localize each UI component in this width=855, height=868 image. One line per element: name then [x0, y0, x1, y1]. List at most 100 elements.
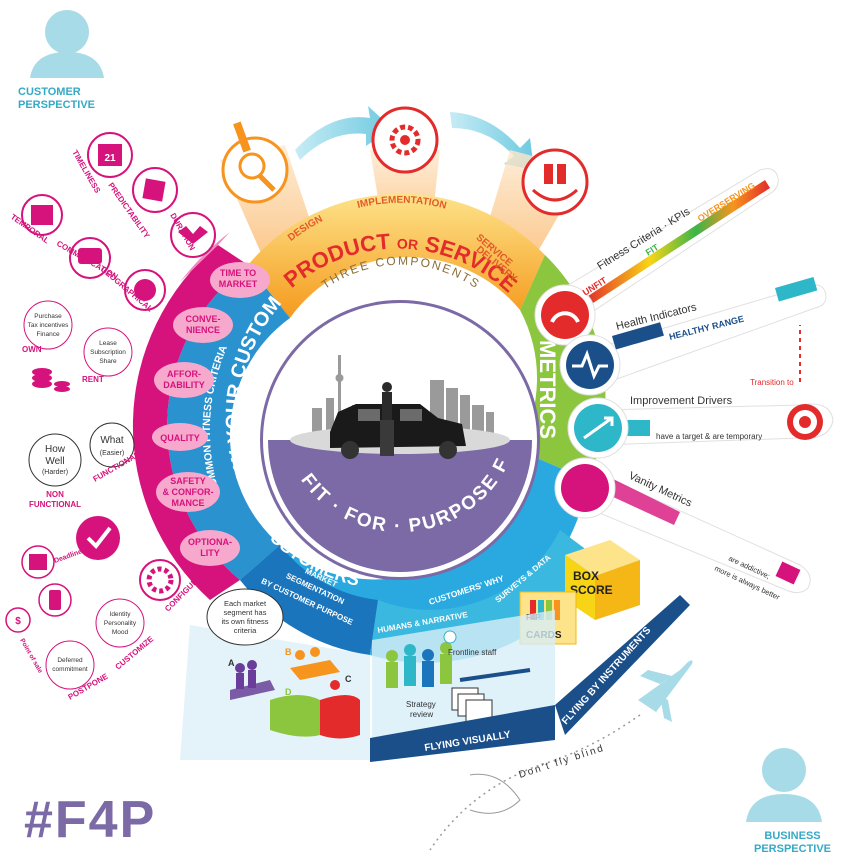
criteria-optionality: OPTIONA-	[188, 537, 232, 547]
transition-label: Transition to	[750, 378, 794, 387]
criteria-quality: QUALITY	[160, 433, 200, 443]
svg-text:Finance: Finance	[36, 331, 60, 338]
svg-text:(Harder): (Harder)	[42, 469, 68, 476]
svg-text:Personality: Personality	[104, 620, 137, 627]
svg-text:Share: Share	[99, 358, 117, 365]
svg-text:Well: Well	[45, 456, 64, 467]
criteria-ring	[132, 245, 248, 600]
svg-text:criteria: criteria	[234, 626, 257, 635]
svg-text:A: A	[228, 658, 235, 668]
svg-text:Deadline: Deadline	[53, 548, 83, 565]
flying-visually-bar	[370, 705, 555, 762]
svg-text:its own fitness: its own fitness	[221, 617, 268, 626]
purchase-bubble: Purchase Tax incentives Finance	[23, 300, 73, 350]
configure-gear-icon	[139, 559, 181, 601]
svg-text:segment has: segment has	[224, 608, 267, 617]
flow-arrows	[295, 106, 534, 170]
svg-text:D: D	[285, 687, 292, 697]
svg-text:How: How	[45, 444, 66, 455]
temporal-calendar-icon	[21, 194, 63, 236]
business-perspective-line2: PERSPECTIVE	[754, 843, 832, 855]
svg-text:Subscription: Subscription	[90, 349, 126, 356]
svg-text:C: C	[345, 674, 352, 684]
business-perspective-label: BUSINESS PERSPECTIVE	[754, 830, 831, 856]
box-score-cube: BOX SCORE	[565, 540, 640, 620]
svg-text:Tax incentives: Tax incentives	[28, 322, 70, 329]
svg-text:RENT: RENT	[82, 375, 104, 384]
criteria-safety: SAFETY	[170, 476, 206, 486]
service-delivery-gift-icon	[521, 148, 589, 216]
customer-perspective-line1: CUSTOMER	[18, 86, 81, 98]
svg-text:Mood: Mood	[112, 629, 129, 636]
mobile-icon	[38, 583, 72, 617]
svg-text:Lease: Lease	[99, 340, 117, 347]
airplane-icon	[638, 660, 693, 722]
svg-text:OWN: OWN	[22, 345, 42, 354]
svg-text:BOX: BOX	[573, 569, 599, 583]
strategy-review-label: Strategy	[406, 700, 436, 709]
criteria-time-to-market: TIME TO	[220, 268, 256, 278]
svg-text:& CONFOR-: & CONFOR-	[163, 487, 214, 497]
svg-text:NON: NON	[46, 490, 64, 499]
svg-text:MANCE: MANCE	[172, 498, 205, 508]
improvement-drivers-meter: Improvement Drivers have a target & are …	[567, 395, 834, 459]
deadline-calendar-icon	[21, 545, 55, 579]
svg-text:SCORE: SCORE	[570, 583, 613, 597]
lease-bubble: Lease Subscription Share	[83, 327, 133, 377]
business-avatar-icon	[746, 748, 822, 822]
calendar-icon: 21	[87, 132, 133, 178]
identity-bubble: Identity Personality Mood	[95, 598, 145, 648]
svg-text:MARKET: MARKET	[219, 279, 258, 289]
product-ring	[248, 193, 545, 318]
svg-text:$: $	[15, 616, 21, 627]
svg-text:(Easier): (Easier)	[100, 450, 125, 457]
business-perspective-line1: BUSINESS	[764, 830, 821, 842]
svg-text:Each market: Each market	[224, 599, 267, 608]
chat-icon	[69, 237, 111, 279]
svg-text:NIENCE: NIENCE	[186, 325, 220, 335]
design-icon	[221, 121, 289, 204]
criteria-petals	[152, 232, 270, 566]
svg-text:21: 21	[104, 153, 116, 164]
svg-text:B: B	[285, 647, 292, 657]
svg-text:FUNCTIONAL: FUNCTIONAL	[29, 500, 81, 509]
people-group-image	[386, 630, 457, 688]
criteria-affordability: AFFOR-	[167, 369, 201, 379]
segment-speech-bubble: Each market segment has its own fitness …	[206, 588, 284, 646]
svg-text:have a target & are temporary: have a target & are temporary	[656, 432, 762, 441]
taxi-image	[330, 382, 466, 459]
how-well-bubble: How Well (Harder)	[28, 433, 82, 487]
flying-instruments-bar	[555, 595, 690, 735]
svg-text:Improvement Drivers: Improvement Drivers	[630, 395, 733, 407]
duration-icon	[170, 212, 216, 258]
criteria-convenience: CONVE-	[185, 314, 220, 324]
svg-text:Identity: Identity	[110, 611, 132, 618]
price-tag-icon: $	[5, 607, 31, 633]
coins-icon	[32, 368, 70, 392]
dice-icon	[132, 167, 178, 213]
svg-text:review: review	[410, 710, 433, 719]
svg-text:Purchase: Purchase	[34, 313, 62, 320]
svg-text:commitment: commitment	[52, 666, 88, 673]
strategy-docs-icon	[451, 687, 493, 723]
svg-text:Deferred: Deferred	[57, 657, 83, 664]
svg-text:What: What	[100, 435, 124, 446]
frontline-staff-label: Frontline staff	[448, 648, 497, 657]
dont-fly-blind-label: Don't fly blind	[518, 743, 607, 781]
check-icon	[76, 516, 120, 560]
hashtag-title: #F4P	[24, 791, 157, 849]
customer-perspective-label: CUSTOMER PERSPECTIVE	[18, 86, 95, 112]
globe-icon	[124, 269, 166, 311]
customer-avatar-icon	[30, 10, 104, 78]
what-bubble: What (Easier)	[89, 422, 135, 468]
customer-perspective-line2: PERSPECTIVE	[18, 99, 96, 111]
svg-text:Point of sale: Point of sale	[18, 638, 44, 675]
svg-text:DABILITY: DABILITY	[163, 380, 205, 390]
segment-people-chart: A B C D	[228, 647, 360, 739]
metrics-title: METRICS	[535, 340, 560, 439]
implementation-gear-icon	[371, 106, 439, 174]
deferred-bubble: Deferred commitment	[45, 640, 95, 690]
svg-text:LITY: LITY	[200, 548, 220, 558]
